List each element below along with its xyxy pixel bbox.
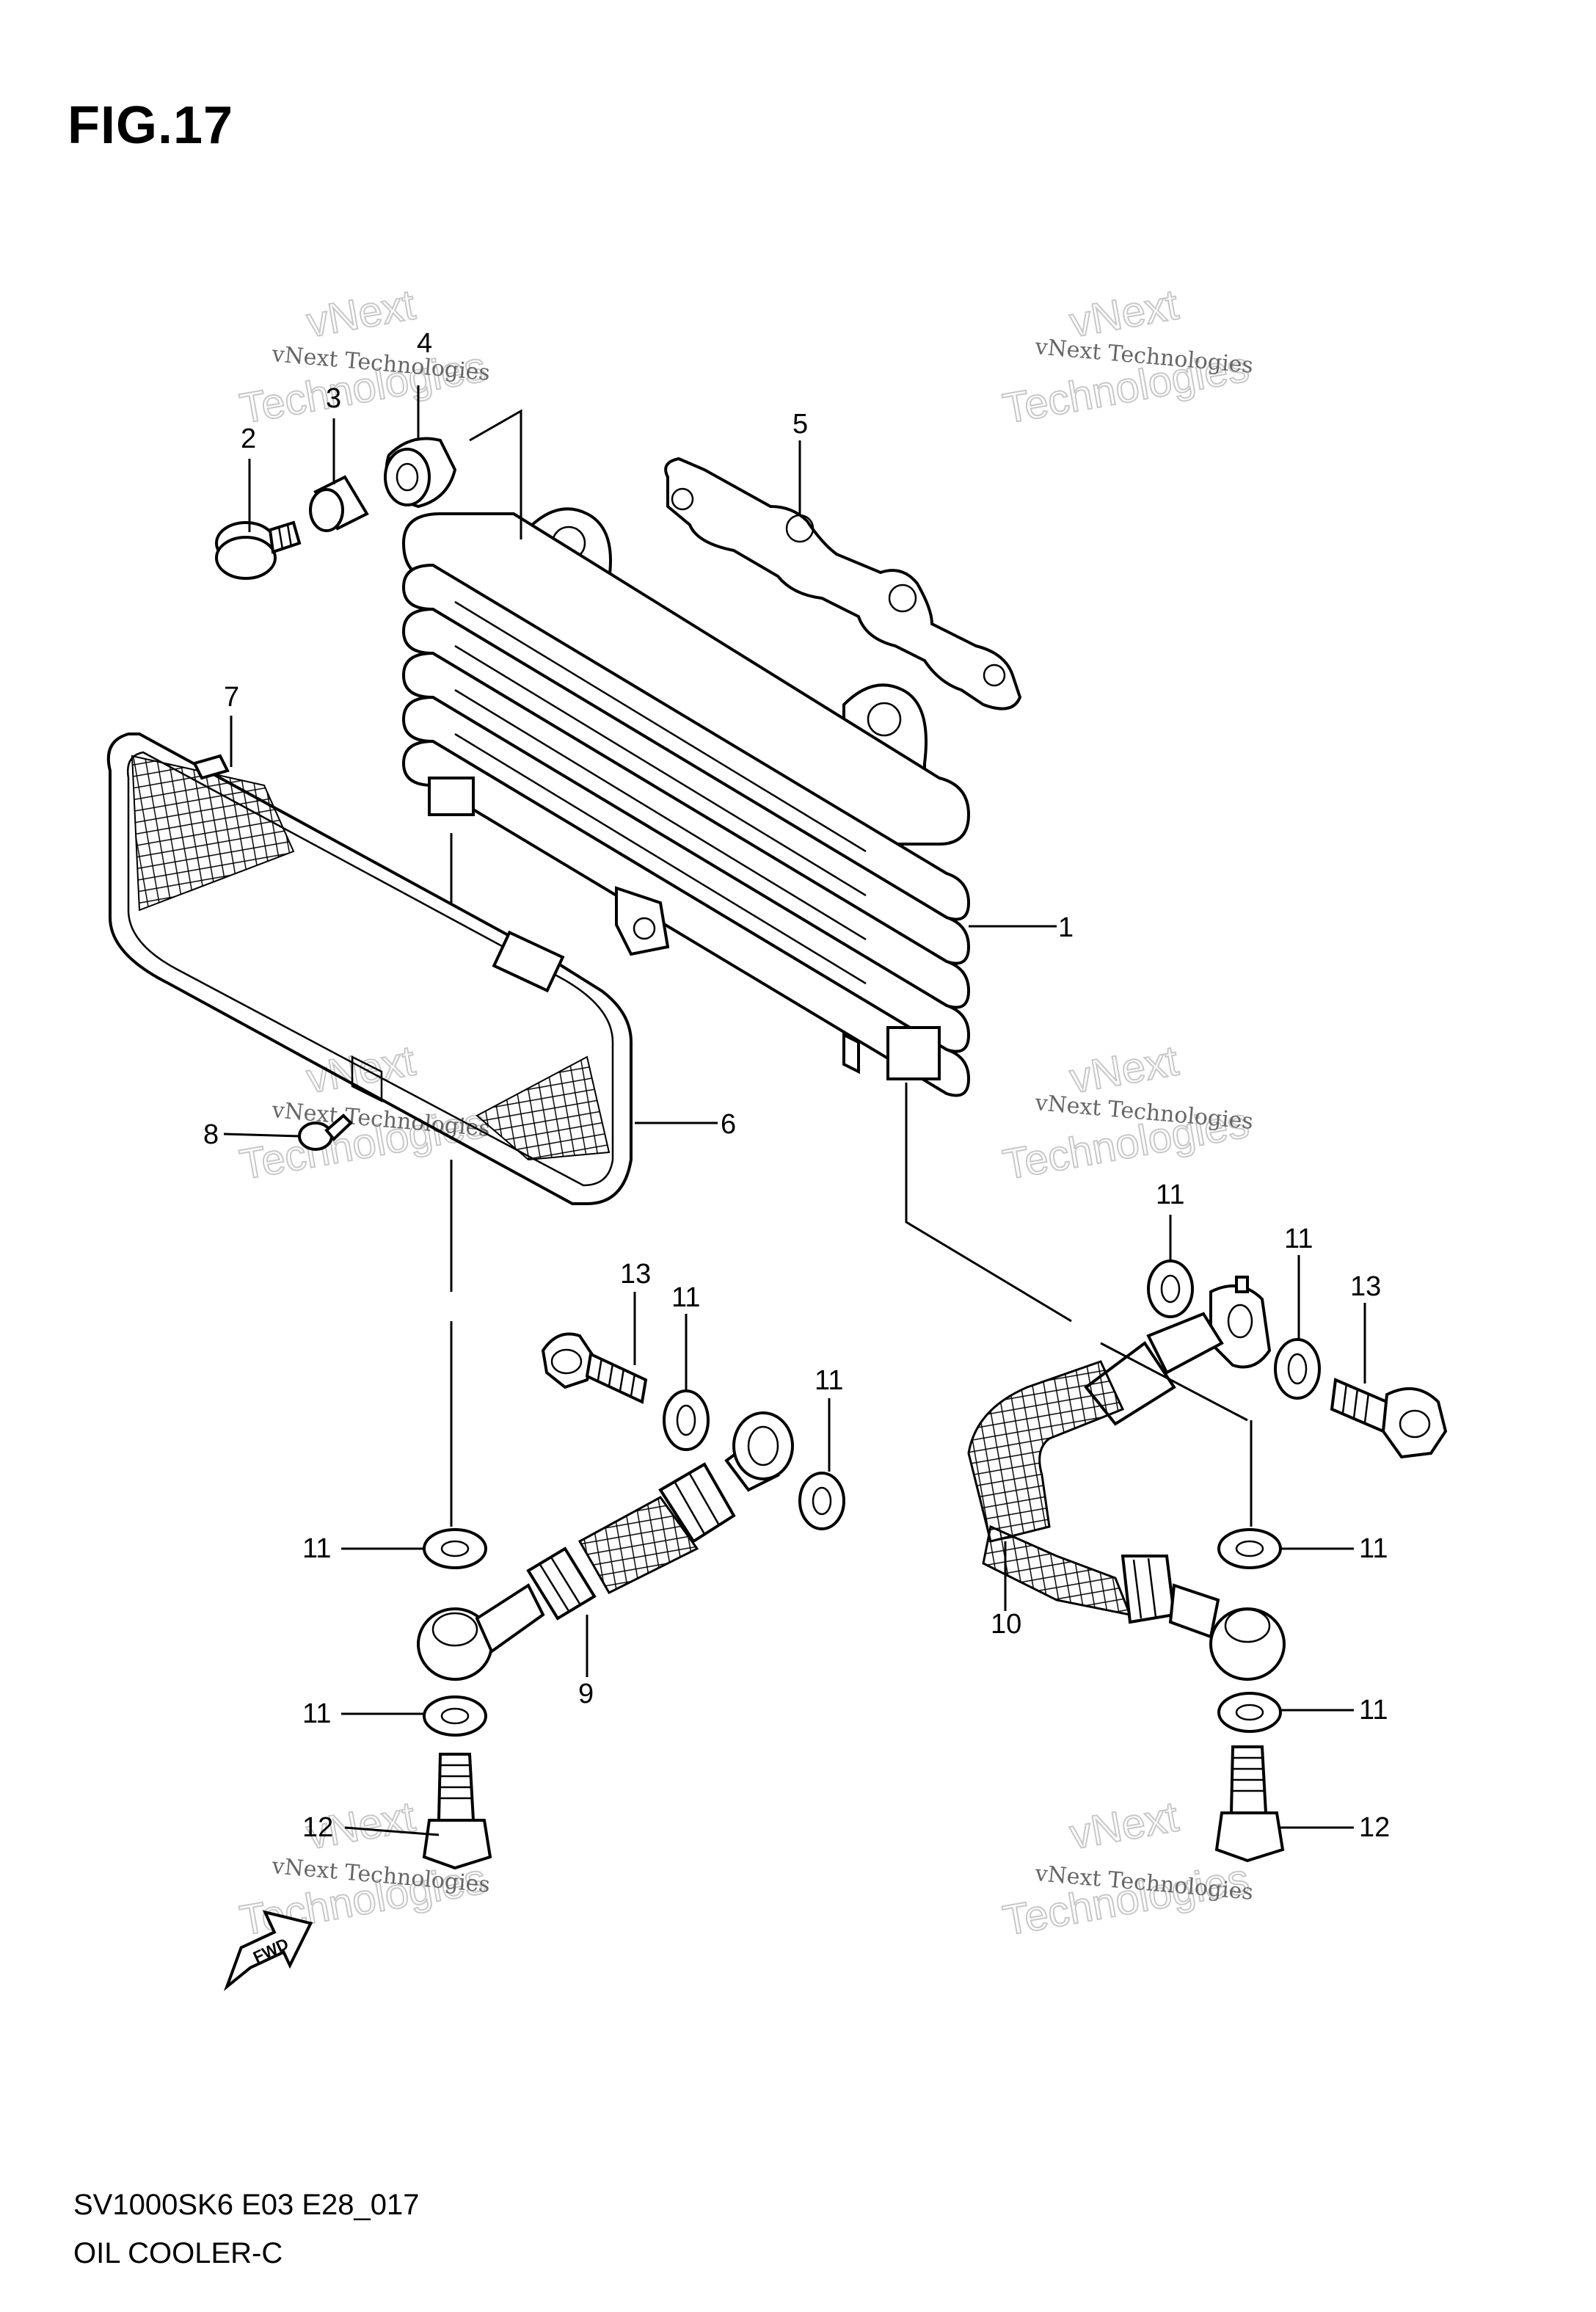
washer-11-a: [1147, 1259, 1194, 1318]
callout-4: 4: [417, 328, 432, 359]
hose-9: [417, 1411, 794, 1681]
watermark-bottom-right: vNext Technologies: [999, 1792, 1253, 1945]
callout-11-a: 11: [1156, 1179, 1184, 1210]
callout-5: 5: [792, 409, 808, 440]
callout-1: 1: [1058, 912, 1074, 943]
fwd-arrow-icon: FWD: [223, 1910, 313, 1991]
hose-10: [967, 1276, 1286, 1681]
callout-12-b: 12: [1359, 1812, 1390, 1843]
figure-code: SV1000SK6 E03 E28_017: [73, 2189, 420, 2221]
callout-13-b: 13: [1350, 1271, 1381, 1302]
oil-cooler-core: [401, 507, 971, 1097]
watermark-text: vNext: [303, 1036, 418, 1102]
grommet-4: [384, 437, 457, 509]
callout-11-f: 11: [1359, 1533, 1388, 1564]
mesh-7: [131, 754, 611, 1161]
union-bolt-13-left: [541, 1332, 648, 1404]
callout-11-b: 11: [1284, 1224, 1313, 1254]
bolt-2: [215, 520, 302, 580]
guard-frame-6: [106, 733, 633, 1205]
callout-labels: 4 3 2 5 7 1 8 6 11 11 13 13 11 11 11 11 …: [203, 328, 1390, 1843]
callout-3: 3: [326, 383, 341, 414]
figure-name: OIL COOLER-C: [73, 2237, 283, 2269]
screw-8: [298, 1113, 353, 1151]
washer-11-c: [663, 1389, 710, 1451]
washer-11-d: [798, 1472, 845, 1530]
washer-11-h: [1217, 1692, 1282, 1733]
washer-11-g: [423, 1695, 487, 1737]
washer-11-b: [1274, 1338, 1321, 1400]
union-bolt-12-right: [1214, 1745, 1285, 1863]
callout-11-d: 11: [815, 1365, 843, 1396]
figure-title: FIG.17: [68, 96, 234, 155]
watermark-text: vNext: [1066, 280, 1181, 346]
watermark-text: vNext: [303, 280, 418, 346]
callout-10: 10: [991, 1609, 1021, 1640]
callout-7: 7: [224, 682, 239, 713]
washer-11-e: [423, 1528, 487, 1569]
callout-11-c: 11: [671, 1282, 700, 1313]
watermark-text: vNext: [1066, 1792, 1181, 1858]
union-bolt-13-right: [1330, 1378, 1448, 1459]
callout-11-h: 11: [1359, 1695, 1388, 1726]
watermark-text: vNext: [1066, 1036, 1181, 1102]
bracket-5: [664, 457, 1022, 710]
washer-11-f: [1217, 1528, 1282, 1569]
callout-11-g: 11: [302, 1698, 331, 1729]
union-bolt-12-left: [422, 1753, 492, 1870]
callout-2: 2: [241, 423, 256, 454]
callout-8: 8: [203, 1119, 219, 1150]
callout-11-e: 11: [302, 1533, 331, 1564]
callout-13-a: 13: [620, 1259, 651, 1290]
leader-lines: [223, 385, 1366, 1836]
collar-3: [309, 475, 369, 532]
callout-9: 9: [578, 1679, 594, 1709]
callout-6: 6: [721, 1109, 736, 1140]
callout-12-a: 12: [302, 1812, 333, 1843]
